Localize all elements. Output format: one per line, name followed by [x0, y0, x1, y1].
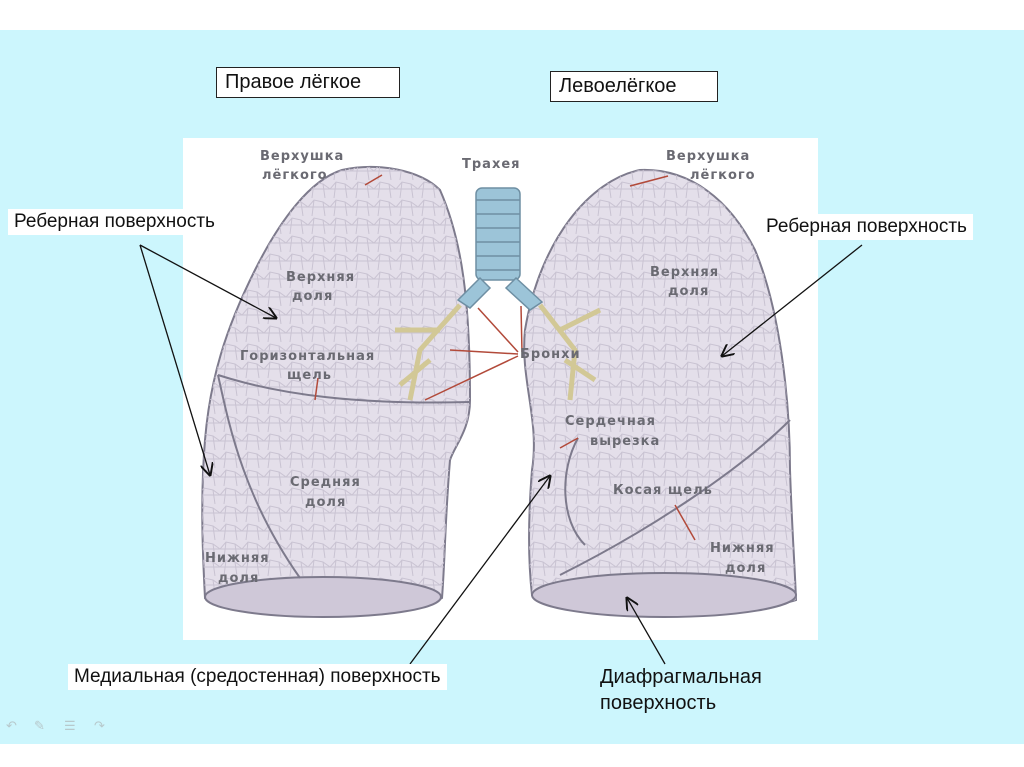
label-cardiac-notch-2: вырезка	[590, 434, 660, 449]
medial-surface-label: Медиальная (средостенная) поверхность	[68, 664, 447, 690]
diaphragmatic-line-1: Диафрагмальная	[600, 666, 762, 688]
trachea-shape	[395, 187, 602, 401]
diaphragmatic-surface-label: Диафрагмальная поверхность	[600, 664, 762, 716]
leader-lines	[314, 174, 696, 541]
label-lower-lobe-right-2: доля	[218, 571, 259, 586]
label-upper-lobe-left-2: доля	[668, 284, 709, 299]
label-apex-right-2: лёгкого	[262, 168, 328, 183]
figure-text: Верхушка лёгкого Верхушка лёгкого Трахея…	[205, 149, 775, 586]
label-cardiac-notch: Сердечная	[565, 414, 656, 429]
diaphragmatic-line-2: поверхность	[600, 692, 717, 714]
callout-arrows	[139, 244, 863, 665]
left-lung-shape	[523, 168, 798, 618]
pen-icon[interactable]: ✎	[34, 718, 45, 733]
right-lung-shape	[201, 165, 472, 618]
label-apex-left: Верхушка	[666, 149, 750, 164]
label-upper-lobe-left: Верхняя	[650, 265, 719, 280]
label-upper-lobe-right-2: доля	[292, 289, 333, 304]
menu-icon[interactable]: ☰	[64, 718, 76, 733]
label-bronchi: Бронхи	[520, 347, 581, 362]
costal-surface-label-right: Реберная поверхность	[760, 214, 973, 240]
label-lower-lobe-right: Нижняя	[205, 551, 270, 566]
label-apex-left-2: лёгкого	[690, 168, 756, 183]
label-lower-lobe-left-2: доля	[725, 561, 766, 576]
label-apex-right: Верхушка	[260, 149, 344, 164]
left-lung-title: Левоелёгкое	[550, 71, 718, 102]
label-horizontal-fissure: Горизонтальная	[240, 349, 375, 364]
label-middle-lobe: Средняя	[290, 475, 361, 490]
label-upper-lobe-right: Верхняя	[286, 270, 355, 285]
label-horizontal-fissure-2: щель	[287, 368, 332, 383]
label-oblique-fissure: Косая щель	[613, 483, 713, 498]
label-middle-lobe-2: доля	[305, 495, 346, 510]
arrow-left-icon[interactable]: ↶	[6, 718, 17, 733]
right-lung-title: Правое лёгкое	[216, 67, 400, 98]
costal-surface-label-left: Реберная поверхность	[8, 209, 221, 235]
label-lower-lobe-left: Нижняя	[710, 541, 775, 556]
label-trachea: Трахея	[462, 157, 521, 172]
arrow-right-icon[interactable]: ↷	[94, 718, 105, 733]
